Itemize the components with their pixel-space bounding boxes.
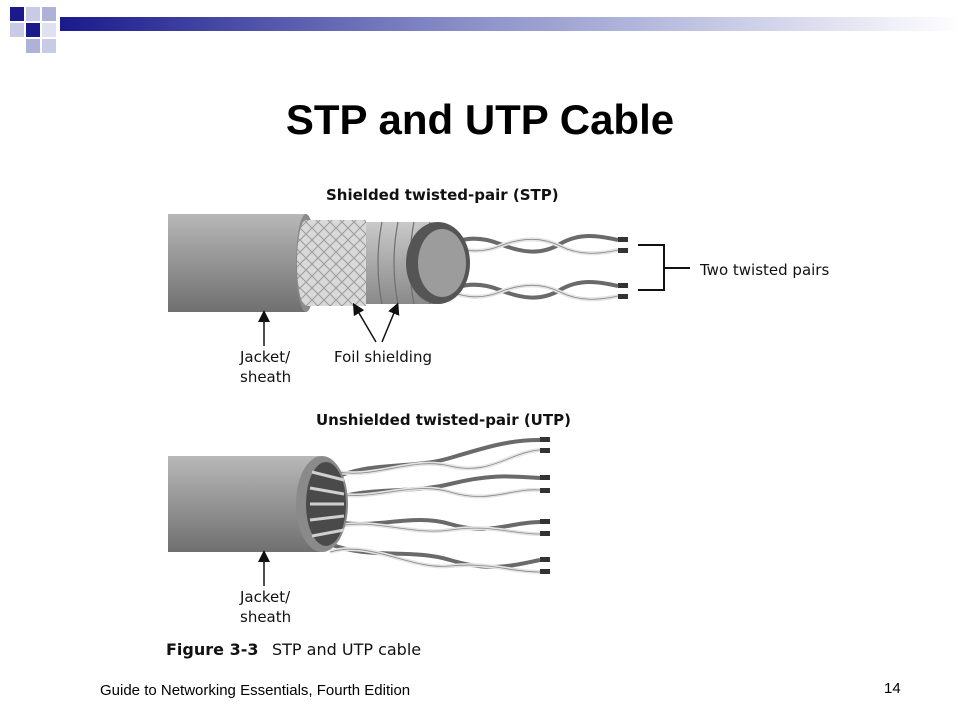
stp-pairs-label: Two twisted pairs bbox=[699, 261, 829, 279]
stp-pairs-bracket bbox=[638, 244, 690, 291]
stp-braid-start bbox=[297, 220, 315, 306]
stp-braid bbox=[306, 220, 366, 306]
stp-cable-opening-inner bbox=[418, 229, 466, 297]
figure-caption-number: Figure 3-3 bbox=[166, 640, 258, 659]
wire-tip bbox=[540, 531, 550, 536]
header-square bbox=[42, 39, 56, 53]
stp-wire-outline bbox=[439, 238, 619, 254]
wire-tip bbox=[540, 519, 550, 524]
wire-tip bbox=[618, 294, 628, 299]
stp-twisted-pairs bbox=[438, 234, 628, 302]
utp-wire-outline bbox=[329, 523, 541, 535]
wire-tip bbox=[540, 488, 550, 493]
header-square bbox=[26, 23, 40, 37]
stp-wire-dark bbox=[438, 280, 619, 300]
stp-wire-dark bbox=[438, 234, 619, 254]
utp-jacket-label-line2: sheath bbox=[240, 608, 291, 626]
utp-wire-outline bbox=[329, 449, 541, 474]
wire-tip bbox=[540, 437, 550, 442]
stp-foil-label: Foil shielding bbox=[334, 348, 432, 366]
header-square bbox=[42, 23, 56, 37]
header-square bbox=[26, 7, 40, 21]
utp-jacket bbox=[168, 456, 320, 552]
stp-wire-outline bbox=[439, 284, 619, 300]
utp-heading: Unshielded twisted-pair (UTP) bbox=[316, 411, 571, 429]
stp-jacket-label-line2: sheath bbox=[240, 368, 291, 386]
wire-tip bbox=[540, 557, 550, 562]
utp-inner-wires bbox=[309, 470, 345, 538]
footer-text: Guide to Networking Essentials, Fourth E… bbox=[100, 682, 411, 699]
wire-tip bbox=[618, 237, 628, 242]
stp-jacket bbox=[168, 214, 306, 312]
stp-jacket-label-line1: Jacket/ bbox=[239, 348, 291, 366]
stp-foil-arrow bbox=[352, 302, 377, 343]
slide-title: STP and UTP Cable bbox=[285, 96, 675, 143]
stp-foil-lines bbox=[377, 221, 431, 305]
utp-wire-dark bbox=[329, 438, 541, 482]
utp-wire-outline bbox=[329, 548, 541, 573]
stp-foil-arrow bbox=[381, 302, 400, 343]
wire-tip bbox=[618, 283, 628, 288]
utp-wire-dark bbox=[329, 474, 541, 502]
slide-number: 14 bbox=[884, 680, 901, 697]
wire-tip bbox=[540, 475, 550, 480]
figure-caption-text: STP and UTP cable bbox=[272, 640, 421, 659]
utp-wire-dark bbox=[329, 542, 541, 569]
utp-jacket-label-line1: Jacket/ bbox=[239, 588, 291, 606]
header-square bbox=[26, 39, 40, 53]
wire-tip bbox=[618, 248, 628, 253]
header-decoration bbox=[10, 7, 960, 53]
wire-tip bbox=[540, 569, 550, 574]
wire-tip bbox=[540, 448, 550, 453]
utp-twisted-pairs bbox=[329, 437, 550, 574]
header-square bbox=[10, 23, 24, 37]
header-gradient-bar bbox=[60, 17, 960, 31]
utp-wire-outline bbox=[329, 488, 541, 497]
stp-heading: Shielded twisted-pair (STP) bbox=[326, 186, 559, 204]
header-square bbox=[42, 7, 56, 21]
header-square bbox=[10, 7, 24, 21]
